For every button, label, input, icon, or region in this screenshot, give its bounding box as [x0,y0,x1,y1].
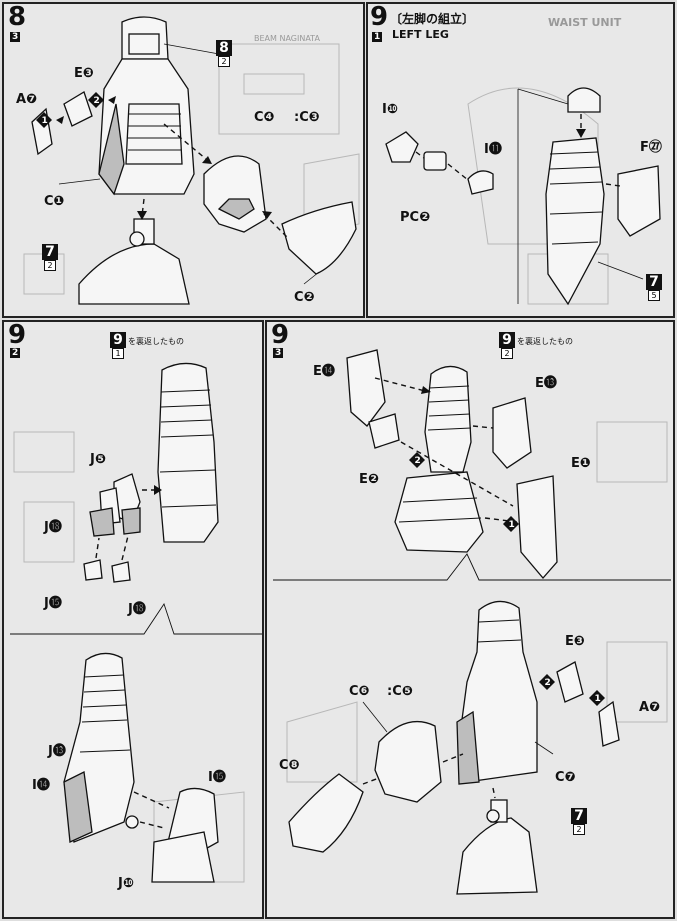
ref-note: を裏返したもの [128,337,184,346]
ref-step-9-2: 9 2 [499,332,515,359]
part-e13 [492,397,532,469]
part-e14 [346,349,386,427]
sequence-marker-2: 2 [539,674,555,690]
svg-text:1: 1 [595,694,601,704]
step-title-jp: 〔左脚の組立〕 [390,12,475,26]
label-e1: E❶ [571,456,591,471]
step-8-panel: 1 2 8 3 BEAM NAGINATA 8 2 7 2 A❼ E❸ C❶ [2,2,365,318]
part-e3 [63,91,93,127]
svg-text:1: 1 [509,520,515,530]
label-e2: E❷ [359,472,379,487]
label-c8: C❽ [279,758,300,773]
step-9-2-diagram [10,362,262,883]
base-part [78,243,190,305]
skirt-assembly [394,471,484,553]
part-f27 [617,165,661,237]
label-i10: I❿ [382,102,398,117]
label-j18-a: J⓲ [44,520,62,535]
substep-number: 2 [10,348,21,358]
step-9-3-diagram: 2 1 2 1 [273,349,671,895]
background-text: BEAM NAGINATA [254,34,320,43]
part-i11 [467,170,494,195]
leg-assembly-upper [157,362,219,543]
label-j13: J⓭ [48,744,66,759]
part-c6-c5 [374,720,442,803]
hip-joint-part [567,87,601,113]
step-9-1-panel: 9 1 〔左脚の組立〕 LEFT LEG WAIST UNIT I❿ I⓫ PC… [366,2,675,318]
label-c7: C❼ [555,770,576,785]
leg-assembly [424,365,472,473]
substep-number: 3 [10,32,21,42]
svg-text:2: 2 [545,678,551,688]
label-j15: J⓯ [44,596,62,611]
label-e13: E⓭ [535,376,557,391]
label-a7: A❼ [639,700,661,715]
step-number: 8 [8,2,27,32]
sequence-marker-1: 1 [503,516,519,532]
substep-number: 3 [273,348,284,358]
background-bleed-through [286,421,668,783]
label-c4: C❹ [254,110,275,125]
label-pc2: PC❷ [400,210,431,225]
part-j18-left [89,507,115,537]
part-e1 [516,475,558,579]
part-j18-right [121,507,141,535]
label-c3: :C❸ [294,110,320,125]
step-number: 9 [271,320,290,350]
label-i11: I⓫ [484,142,502,157]
ref-step-9-1: 9 1 [110,332,126,359]
part-j15 [83,559,103,581]
label-c2: C❷ [294,290,315,305]
part-i10 [385,131,419,163]
part-c2 [281,201,357,275]
torso-assembly [98,16,195,196]
label-e3: E❸ [74,66,94,81]
sequence-marker-2: 2 [409,452,425,468]
part-c8 [288,773,364,853]
label-c5: :C❺ [387,684,413,699]
sequence-marker-2: 2 [88,92,116,108]
label-e14: E⓮ [313,364,335,379]
step-9-2-panel: 9 2 9 1 を裏返したもの J❺ J⓲ J⓯ J⓲ J⓭ I⓮ I⓯ J❿ [2,320,264,919]
ref-step-7-2: 7 2 [571,808,587,835]
part-e2 [368,413,400,449]
step-9-3-panel: 2 1 2 1 [265,320,675,919]
part-j18-cap [111,561,131,583]
ref-step-7-2: 7 2 [42,244,58,271]
label-j10: J❿ [118,876,134,891]
upper-leg-part [545,137,605,306]
ref-step-8-2: 8 2 [216,40,232,67]
label-c1: C❶ [44,194,65,209]
step-number: 9 [8,320,27,350]
label-j18-b: J⓲ [128,602,146,617]
svg-text:2: 2 [415,456,421,466]
label-e3: E❸ [565,634,585,649]
part-c4-c3 [203,155,267,233]
step-8-diagram: 1 2 [23,16,360,305]
background-text: WAIST UNIT [548,16,622,29]
part-j10 [125,815,139,829]
label-c6: C❻ [349,684,370,699]
ref-step-7-5: 7 5 [646,274,662,301]
label-i14: I⓮ [32,778,50,793]
part-a7 [598,700,620,747]
label-j5: J❺ [90,452,106,467]
sequence-marker-1: 1 [589,690,605,706]
part-i14 [63,771,93,843]
label-i15: I⓯ [208,770,226,785]
svg-text:2: 2 [94,96,100,106]
label-a7: A❼ [16,92,38,107]
ref-note: を裏返したもの [517,337,573,346]
label-f27: F㉗ [640,140,662,155]
step-title-en: LEFT LEG [392,28,449,41]
substep-number: 1 [372,32,383,42]
sequence-marker-1: 1 [36,112,64,128]
svg-text:1: 1 [42,116,48,126]
base-part [456,817,538,895]
step-9-1-diagram [385,87,661,306]
step-number: 9 [370,2,389,32]
part-pc2 [423,151,447,171]
part-e3 [556,661,584,703]
